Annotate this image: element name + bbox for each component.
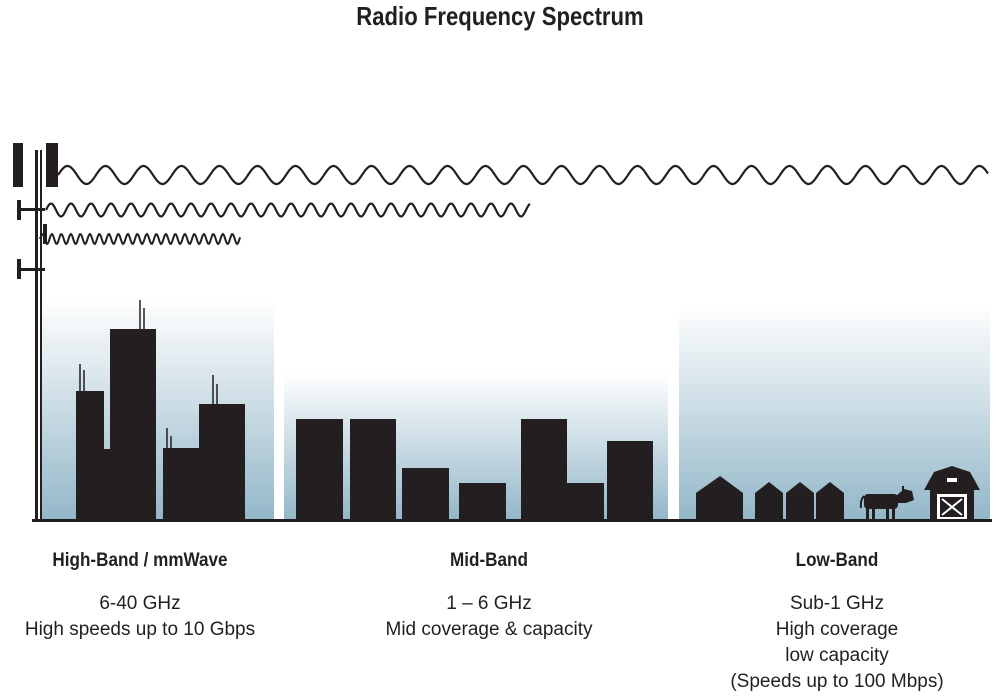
building <box>350 419 396 520</box>
house <box>755 482 783 520</box>
mid-band-frequency: 1 – 6 GHz <box>446 593 532 614</box>
high-band-frequency: 6-40 GHz <box>99 593 181 614</box>
mid-band-wave <box>45 202 531 218</box>
low-band-name: Low-Band <box>795 550 879 571</box>
high-band-wave <box>39 232 241 246</box>
ground-line <box>32 519 992 522</box>
house <box>816 482 844 520</box>
mid-band-name: Mid-Band <box>450 550 528 571</box>
house <box>786 482 814 520</box>
low-band-wave <box>57 164 989 186</box>
low-band-label: Low-Band Sub-1 GHz High coverage low cap… <box>677 549 997 695</box>
high-band-name: High-Band / mmWave <box>52 550 228 571</box>
high-band-speed: High speeds up to 10 Gbps <box>24 619 256 640</box>
building <box>110 329 156 520</box>
mid-band-town <box>296 419 653 520</box>
low-band-rural <box>696 466 980 520</box>
building <box>402 468 449 520</box>
building <box>567 483 604 520</box>
cow-icon <box>859 486 914 520</box>
house <box>696 476 743 520</box>
building <box>521 419 567 520</box>
antenna-tower <box>13 143 58 522</box>
building <box>163 448 199 520</box>
low-band-speed: (Speeds up to 100 Mbps) <box>730 671 944 692</box>
mid-band-coverage: Mid coverage & capacity <box>385 619 593 640</box>
mid-band-label: Mid-Band 1 – 6 GHz Mid coverage & capaci… <box>329 549 649 643</box>
high-band-city <box>76 300 245 520</box>
building <box>76 391 104 520</box>
building <box>459 483 506 520</box>
low-band-capacity: low capacity <box>785 645 889 666</box>
high-band-label: High-Band / mmWave 6-40 GHz High speeds … <box>0 549 300 643</box>
building <box>199 404 245 520</box>
building <box>607 441 653 520</box>
building <box>296 419 343 520</box>
low-band-coverage: High coverage <box>775 619 899 640</box>
building <box>104 449 110 520</box>
diagram-title: Radio Frequency Spectrum <box>356 1 644 31</box>
barn-icon <box>924 466 980 520</box>
low-band-frequency: Sub-1 GHz <box>790 593 884 614</box>
